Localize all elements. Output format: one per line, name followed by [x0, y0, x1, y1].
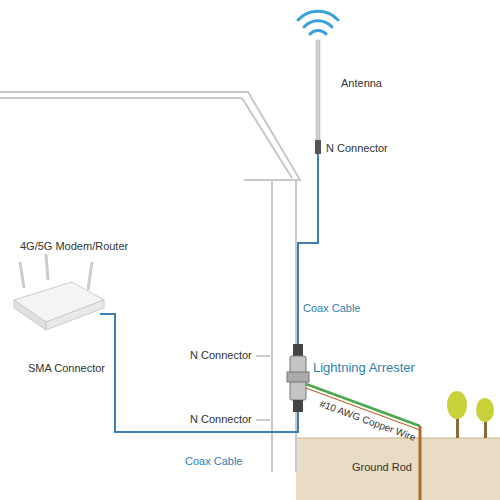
antenna — [316, 40, 320, 140]
modem-router — [14, 254, 104, 330]
coax-cable — [298, 154, 318, 352]
n-connector — [315, 140, 321, 154]
part-label: Antenna — [341, 77, 382, 90]
part-label: Coax Cable — [303, 302, 360, 315]
leader-line — [256, 420, 270, 421]
trees — [447, 391, 494, 438]
ground-rod — [419, 426, 422, 500]
part-label: SMA Connector — [28, 362, 105, 375]
wifi-icon — [298, 11, 338, 34]
coax-cable — [100, 314, 298, 432]
part-label: #10 AWG Copper Wire — [318, 398, 417, 444]
ground — [296, 438, 500, 500]
house-outline — [0, 92, 300, 472]
lightning-arrester — [287, 344, 309, 412]
part-label: Coax Cable — [185, 455, 242, 468]
part-label: N Connector — [190, 413, 252, 426]
part-label: Ground Rod — [352, 461, 412, 474]
part-label: N Connector — [326, 142, 388, 155]
leader-line — [256, 356, 270, 357]
part-label: 4G/5G Modem/Router — [20, 240, 128, 253]
part-label: Lightning Arrester — [313, 360, 415, 376]
part-label: N Connector — [190, 349, 252, 362]
